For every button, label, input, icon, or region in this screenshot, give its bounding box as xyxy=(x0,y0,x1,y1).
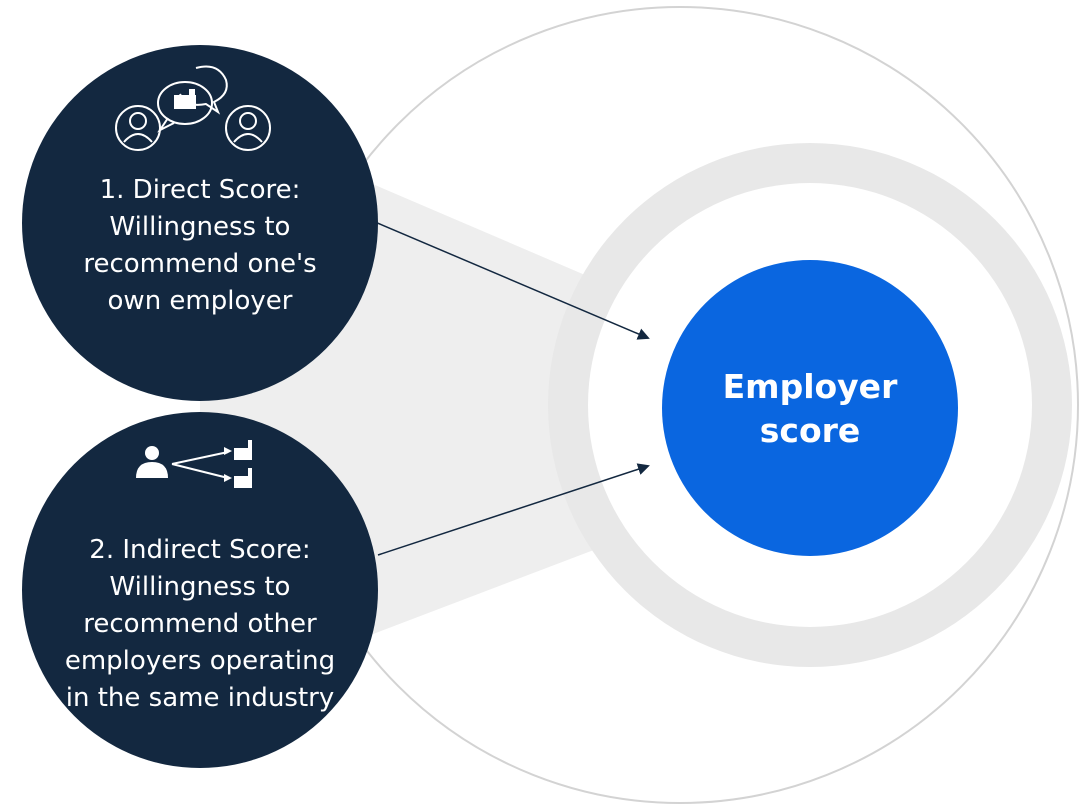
direct-score-node xyxy=(22,45,378,401)
direct-score-line: Willingness to xyxy=(109,212,291,242)
direct-score-line: 1. Direct Score: xyxy=(99,175,301,205)
indirect-score-line: Willingness to xyxy=(109,572,291,602)
employer-score-line: score xyxy=(759,411,861,450)
direct-arrow xyxy=(374,221,650,340)
employer-score-line: Employer xyxy=(722,367,898,406)
indirect-score-line: 2. Indirect Score: xyxy=(89,535,311,565)
person-pointing-to-employers-icon xyxy=(136,440,252,488)
indirect-score-node xyxy=(22,412,378,768)
indirect-score-line: recommend other xyxy=(83,609,317,639)
employer-score-node xyxy=(662,260,958,556)
indirect-arrow xyxy=(377,463,650,556)
direct-score-line: recommend one's xyxy=(83,249,317,279)
indirect-score-line: employers operating xyxy=(64,646,336,676)
people-discussing-employer-icon xyxy=(115,65,271,151)
direct-score-line: own employer xyxy=(107,286,293,316)
employer-score-label: Employer score xyxy=(662,365,958,453)
indirect-score-line: in the same industry xyxy=(65,683,335,713)
direct-score-label: 1. Direct Score: Willingness to recommen… xyxy=(40,172,360,320)
indirect-score-label: 2. Indirect Score: Willingness to recomm… xyxy=(28,532,372,717)
